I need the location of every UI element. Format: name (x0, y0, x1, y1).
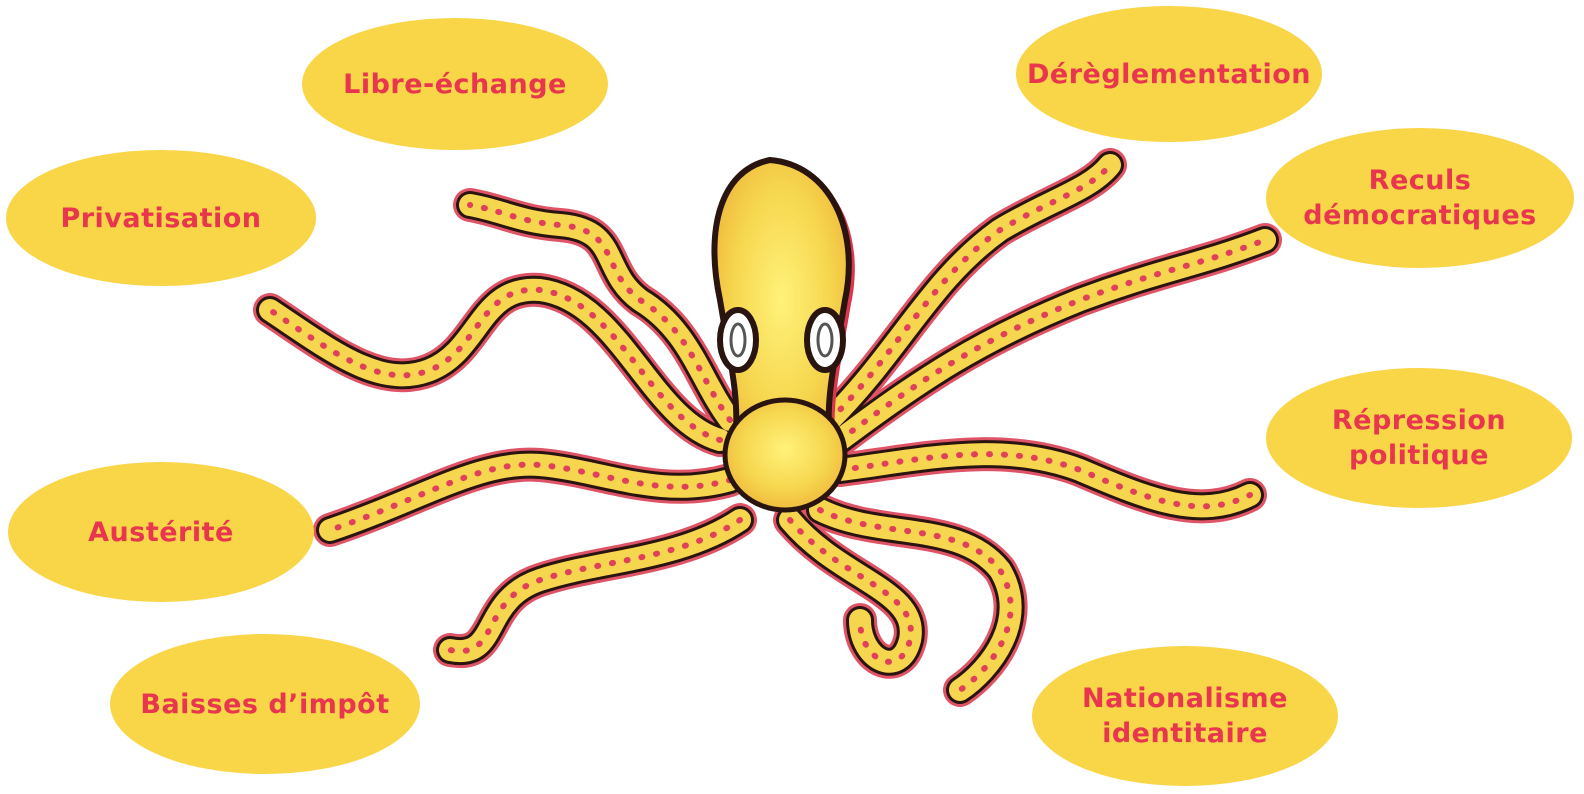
bubble-baisses-impot: Baisses d’impôt (110, 634, 420, 774)
bubble-repression-politique: Répression politique (1266, 368, 1572, 508)
label-repression-politique: Répression politique (1332, 403, 1506, 473)
label-reculs-democratiques: Reculs démocratiques (1303, 163, 1536, 233)
label-libre-echange: Libre-échange (343, 67, 567, 102)
label-nationalisme-identitaire: Nationalisme identitaire (1082, 681, 1288, 751)
bubble-libre-echange: Libre-échange (302, 18, 608, 150)
label-austerite: Austérité (88, 515, 234, 550)
label-baisses-impot: Baisses d’impôt (140, 687, 389, 722)
label-dereglementation: Dérèglementation (1027, 57, 1311, 92)
bubble-reculs-democratiques: Reculs démocratiques (1266, 128, 1574, 268)
bubble-austerite: Austérité (8, 462, 314, 602)
bubble-privatisation: Privatisation (6, 150, 316, 286)
bubble-dereglementation: Dérèglementation (1016, 6, 1322, 142)
label-privatisation: Privatisation (60, 201, 261, 236)
bubble-nationalisme-identitaire: Nationalisme identitaire (1032, 646, 1338, 786)
